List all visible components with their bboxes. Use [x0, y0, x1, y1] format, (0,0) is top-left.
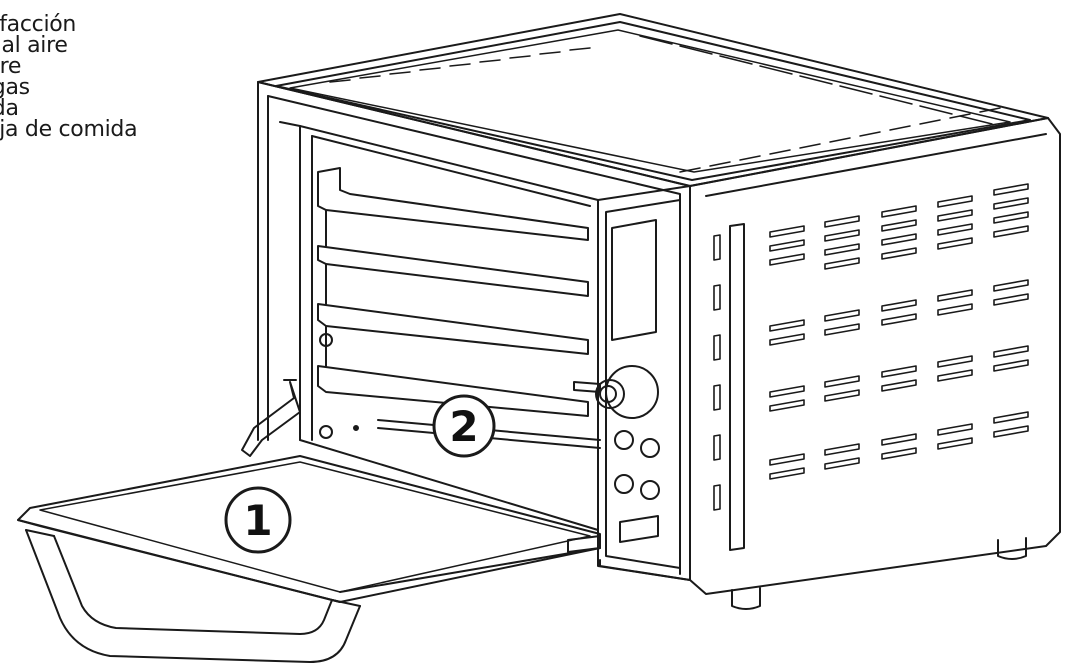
legend-item-3: bre [0, 54, 22, 79]
legend-item-1: efacción [0, 12, 77, 37]
legend-item-2: r al aire [0, 33, 68, 58]
callout-2: 2 [432, 394, 496, 458]
legend-item-4: igas [0, 75, 30, 100]
door-hinge [241, 379, 301, 457]
callout-1: 1 [224, 486, 292, 554]
oven-side-panel [689, 117, 1061, 595]
callout-2-label: 2 [449, 402, 478, 451]
control-button-strip [619, 515, 659, 543]
legend-item-5: ida [0, 96, 19, 121]
oven-feet [731, 537, 1027, 610]
oven-door [17, 455, 601, 603]
legend-list: efacción r al aire bre igas ida eja de c… [0, 12, 138, 142]
legend-item-6: eja de comida [0, 117, 138, 142]
control-knob [595, 365, 659, 419]
callout-1-label: 1 [243, 496, 272, 545]
side-vents [713, 183, 1029, 511]
oven-front-frame [257, 81, 691, 581]
rack-rails [317, 167, 589, 417]
control-panel [597, 185, 691, 581]
display-window [611, 219, 657, 341]
control-buttons [614, 430, 660, 500]
door-handle [25, 529, 361, 663]
top-vents [329, 35, 1001, 173]
